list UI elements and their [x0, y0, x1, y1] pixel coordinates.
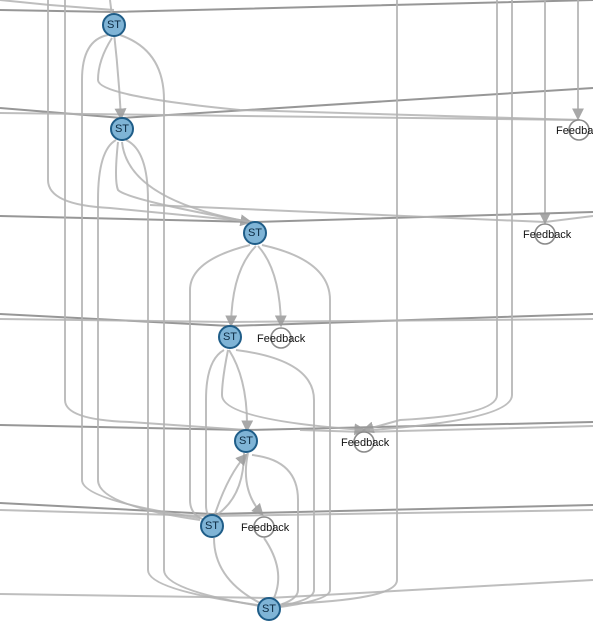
edge — [261, 244, 331, 608]
edge — [361, 0, 498, 434]
st-node-circle — [110, 117, 134, 141]
feedback-node-circle — [353, 431, 375, 453]
feedback-node-label: Feedback — [257, 333, 306, 345]
feedback-node-label: Feedback — [523, 229, 572, 241]
edge — [97, 139, 201, 521]
feedback-node[interactable]: Feedback — [257, 327, 306, 349]
edge — [228, 349, 254, 433]
feedback-node-circle — [253, 516, 275, 538]
edge — [189, 244, 251, 521]
feedback-node[interactable]: Feedback — [341, 431, 390, 453]
st-node[interactable]: ST — [234, 429, 258, 453]
feedback-node-label: Feedback — [341, 437, 390, 449]
st-node-label: ST — [205, 520, 219, 532]
feedback-node[interactable]: Feedba — [556, 119, 593, 141]
st-node-circle — [200, 514, 224, 538]
edge — [257, 245, 287, 328]
edge — [0, 0, 115, 11]
edge — [0, 318, 593, 324]
horizontal-edges — [0, 0, 593, 600]
vertical-edges — [47, 0, 584, 608]
feedback-node-label: Feedba — [556, 125, 593, 137]
st-node-circle — [257, 597, 281, 621]
feedback-node[interactable]: Feedback — [241, 516, 290, 538]
st-node-label: ST — [248, 227, 262, 239]
edge — [0, 0, 593, 14]
st-node-label: ST — [262, 603, 276, 615]
feedback-node[interactable]: Feedback — [523, 223, 572, 245]
st-node[interactable]: ST — [200, 514, 224, 538]
edge — [281, 0, 398, 605]
st-node[interactable]: ST — [257, 597, 281, 621]
edge — [220, 349, 367, 436]
edge — [244, 452, 264, 516]
feedback-node-circle — [270, 327, 292, 349]
edge — [369, 0, 513, 431]
edge — [213, 537, 263, 605]
st-node-circle — [102, 13, 126, 37]
feedback-node-circle — [534, 223, 556, 245]
st-node-circle — [243, 221, 267, 245]
st-node-label: ST — [239, 435, 253, 447]
st-node-label: ST — [223, 331, 237, 343]
edge — [263, 537, 280, 599]
edge — [235, 349, 315, 607]
edge — [205, 349, 225, 517]
edge — [121, 141, 251, 223]
st-node-circle — [234, 429, 258, 453]
edge — [251, 454, 299, 607]
st-node-circle — [218, 325, 242, 349]
edge — [125, 139, 259, 606]
st-node[interactable]: ST — [218, 325, 242, 349]
edge — [81, 34, 201, 519]
edge — [225, 245, 257, 328]
edge — [119, 34, 261, 607]
feedback-node-label: Feedback — [241, 522, 290, 534]
edge — [96, 37, 581, 121]
st-node-label: ST — [107, 19, 121, 31]
st-node[interactable]: ST — [102, 13, 126, 37]
edge — [214, 453, 248, 515]
st-node[interactable]: ST — [110, 117, 134, 141]
feedback-node-circle — [568, 119, 590, 141]
st-node[interactable]: ST — [243, 221, 267, 245]
edge — [47, 0, 256, 223]
edge — [115, 141, 253, 227]
st-node-label: ST — [115, 123, 129, 135]
edge — [109, 0, 127, 121]
edge — [0, 112, 581, 121]
